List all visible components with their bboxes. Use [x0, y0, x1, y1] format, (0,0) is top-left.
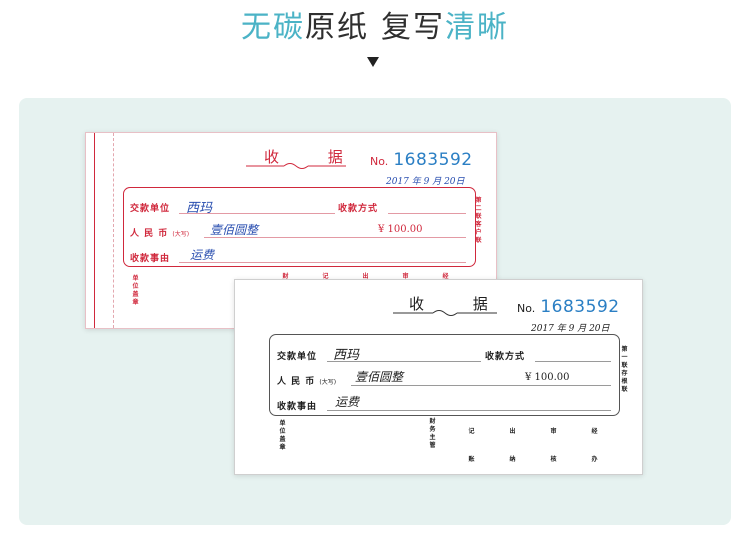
receipt-number: 1683592	[393, 150, 473, 170]
footer-finance: 财	[282, 273, 289, 280]
down-arrow-icon	[367, 57, 379, 67]
rmb-value: 壹佰圆整	[210, 223, 259, 237]
reason-label: 收款事由	[277, 402, 318, 412]
stamp-label: 单位盖章	[132, 275, 139, 306]
footer-accounting: 记	[322, 273, 329, 280]
payer-value: 西玛	[186, 201, 213, 216]
title-flourish-icon	[246, 163, 346, 169]
receipt-title: 收 据	[409, 295, 510, 313]
rmb-small-label: (大写)	[319, 379, 337, 386]
amount-value: ¥ 100.00	[378, 224, 423, 235]
receipt-first-copy: 收 据 No. 1683592 2017 年 9 月 20日 交款单位 西玛 收…	[234, 279, 643, 475]
number-label: No.	[370, 155, 389, 168]
headline: 无碳原纸复写清晰	[0, 8, 750, 48]
number-label: No.	[517, 302, 536, 315]
payer-underline	[179, 213, 335, 214]
footer-handler: 经	[442, 273, 449, 280]
footer-review: 审	[402, 273, 409, 280]
headline-part-clear: 清晰	[445, 10, 509, 45]
title-flourish-icon	[393, 310, 497, 316]
form-frame	[269, 334, 620, 416]
headline-part-carbonless: 无碳	[241, 10, 305, 45]
receipt-number: 1683592	[540, 297, 620, 317]
method-underline	[535, 361, 611, 362]
payer-value: 西玛	[333, 348, 360, 363]
receipt-date: 2017 年 9 月 20日	[386, 177, 465, 187]
receipt-date: 2017 年 9 月 20日	[531, 324, 610, 334]
copy-side-label: 第一联存根联	[621, 346, 628, 393]
payer-label: 交款单位	[130, 204, 171, 214]
form-frame	[123, 187, 476, 267]
reason-label: 收款事由	[130, 254, 171, 264]
reason-underline	[179, 262, 466, 263]
amount-value: ¥ 100.00	[525, 372, 570, 383]
binding-line	[94, 133, 95, 328]
method-underline	[388, 213, 466, 214]
rmb-value: 壹佰圆整	[355, 370, 404, 384]
rmb-underline	[351, 385, 611, 386]
footer-finance-supervisor: 财务主管	[429, 418, 436, 449]
reason-value: 运费	[335, 395, 360, 409]
perforation-line	[113, 133, 114, 328]
receipt-title: 收 据	[264, 148, 365, 166]
reason-underline	[327, 410, 611, 411]
rmb-label: 人 民 币 (大写)	[277, 377, 337, 387]
footer-cashier: 出	[362, 273, 369, 280]
rmb-label: 人 民 币 (大写)	[130, 229, 190, 239]
rmb-small-label: (大写)	[172, 231, 190, 238]
payer-label: 交款单位	[277, 352, 318, 362]
payer-underline	[327, 361, 481, 362]
footer-handler: 经办	[591, 428, 598, 463]
reason-value: 运费	[190, 248, 215, 262]
rmb-underline	[204, 237, 466, 238]
copy-side-label: 第二联客户联	[475, 197, 482, 244]
method-label: 收款方式	[338, 204, 379, 214]
footer-cashier: 出纳	[509, 428, 516, 463]
footer-bookkeeping: 记账	[468, 428, 475, 463]
headline-part-copy: 复写	[381, 10, 445, 45]
stamp-label: 单位盖章	[279, 420, 286, 451]
method-label: 收款方式	[485, 352, 526, 362]
headline-part-base-paper: 原纸	[305, 10, 369, 45]
footer-reviewer: 审核	[550, 428, 557, 463]
